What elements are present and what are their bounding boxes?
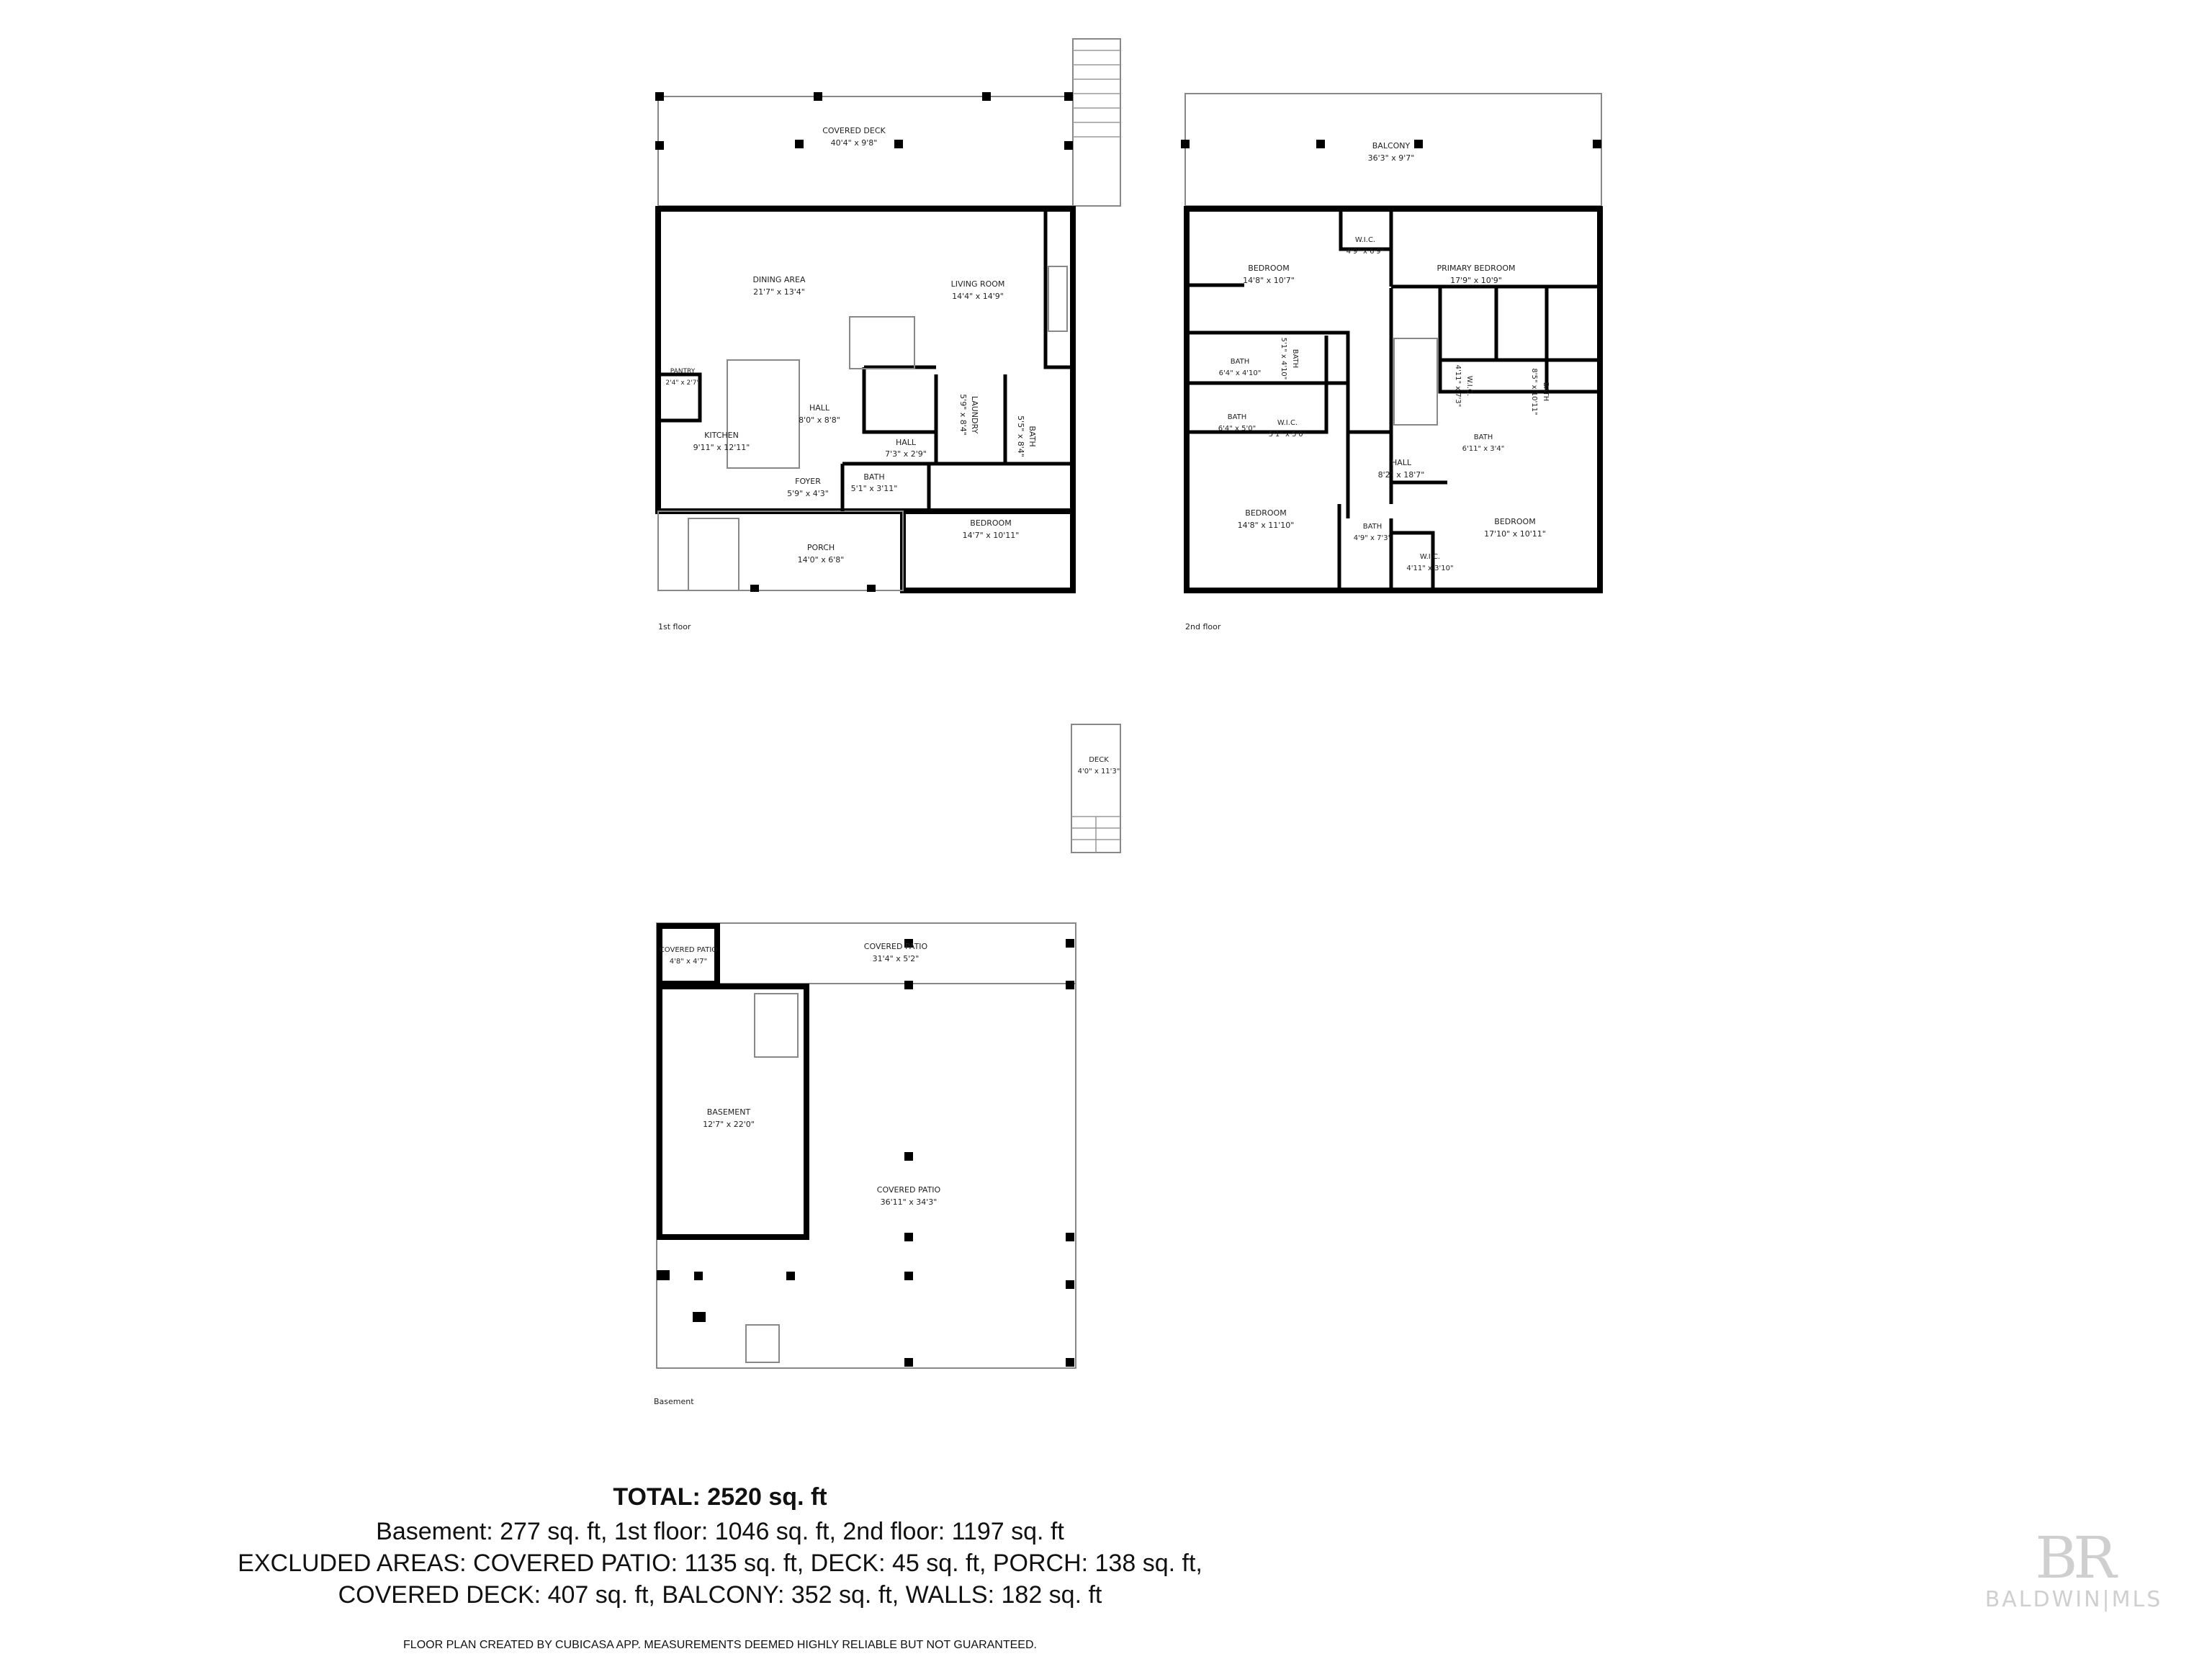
room-size: 5'1" x 5'0" <box>1269 431 1306 439</box>
basement-labels: COVERED PATIO 4'8" x 4'7" COVERED PATIO … <box>660 942 941 1207</box>
basement-wall <box>657 984 809 1240</box>
room-size: 4'0" x 11'3" <box>1078 768 1120 775</box>
room-size: 5'1" x 4'10" <box>1280 338 1287 380</box>
room-name: BALCONY <box>1372 141 1411 150</box>
small-patio-wall <box>657 923 720 986</box>
room-size: 5'9" x 8'4" <box>958 394 968 436</box>
room-size: 31'4" x 5'2" <box>873 954 920 963</box>
deck-plan: DECK 4'0" x 11'3" <box>1071 724 1121 853</box>
room-size: 8'5" x 10'11" <box>1530 368 1538 415</box>
covered-patio-outline <box>656 922 1076 1369</box>
room-size: 14'8" x 11'10" <box>1238 521 1295 530</box>
room-name: DECK <box>1089 756 1109 764</box>
room-size: 4'11" x 7'3" <box>1454 365 1462 408</box>
room-name: BATH <box>1291 349 1299 369</box>
stairs <box>1393 338 1438 426</box>
room-size: 7'3" x 2'9" <box>885 449 927 459</box>
disclaimer: FLOOR PLAN CREATED BY CUBICASA APP. MEAS… <box>403 1639 1037 1651</box>
room-size: 8'2" x 18'7" <box>1378 470 1425 480</box>
room-name: LIVING ROOM <box>951 279 1005 289</box>
room-name: HALL <box>896 438 917 447</box>
room-name: COVERED PATIO <box>660 946 717 954</box>
porch-outline <box>657 511 904 591</box>
room-name: COVERED PATIO <box>877 1185 941 1195</box>
room-name: BATH <box>1474 433 1493 441</box>
room-name: HALL <box>809 403 830 413</box>
floor-areas: Basement: 277 sq. ft, 1st floor: 1046 sq… <box>376 1518 1064 1545</box>
room-size: 4'8" x 4'7" <box>670 958 707 966</box>
room-name: BATH <box>1228 413 1247 421</box>
room-name: BEDROOM <box>1245 508 1286 518</box>
second-floor-caption: 2nd floor <box>1185 622 1221 631</box>
room-size: 6'11" x 3'4" <box>1462 445 1505 453</box>
room-name: BATH <box>1231 358 1250 366</box>
room-size: 9'11" x 12'11" <box>693 443 750 452</box>
excluded-areas-continued: COVERED DECK: 407 sq. ft, BALCONY: 352 s… <box>338 1581 1102 1609</box>
room-name: FOYER <box>795 477 821 486</box>
room-name: W.I.C. <box>1420 553 1440 561</box>
second-floor-exterior-wall <box>1184 206 1603 593</box>
first-floor-labels: COVERED DECK 40'4" x 9'8" DINING AREA 21… <box>665 126 1037 565</box>
watermark-text: BALDWIN|MLS <box>1984 1587 2163 1612</box>
room-name: BATH <box>1363 523 1382 531</box>
room-name: COVERED PATIO <box>864 942 928 951</box>
room-name: BEDROOM <box>1494 517 1535 526</box>
room-size: 4'9" x 6'9" <box>1346 248 1384 256</box>
room-name: PANTRY <box>670 368 696 375</box>
room-size: 5'9" x 4'3" <box>787 489 829 498</box>
room-size: 14'0" x 6'8" <box>798 555 845 565</box>
covered-deck-outline <box>657 96 1074 207</box>
room-name: BATH <box>1542 382 1550 402</box>
room-size: 6'4" x 5'0" <box>1218 425 1256 433</box>
br-logo-mark: BR <box>2035 1524 2116 1591</box>
room-size: 36'11" x 34'3" <box>881 1197 938 1207</box>
room-size: 40'4" x 9'8" <box>831 138 878 148</box>
room-name: LAUNDRY <box>970 396 979 434</box>
room-name: HALL <box>1391 458 1412 467</box>
room-name: COVERED DECK <box>822 126 886 135</box>
baldwin-mls-watermark: BR BALDWIN|MLS <box>1966 1524 2182 1613</box>
basement-caption: Basement <box>654 1397 694 1406</box>
room-size: 17'10" x 10'11" <box>1484 529 1546 539</box>
room-size: 36'3" x 9'7" <box>1368 153 1415 163</box>
room-name: KITCHEN <box>704 431 739 440</box>
second-floor-labels: BALCONY 36'3" x 9'7" BEDROOM 14'8" x 10'… <box>1218 141 1550 572</box>
room-size: 6'4" x 4'10" <box>1219 369 1262 377</box>
room-name: BATH <box>863 472 884 482</box>
room-size: 14'8" x 10'7" <box>1243 276 1295 285</box>
room-name: W.I.C. <box>1465 376 1473 396</box>
room-name: BASEMENT <box>707 1107 751 1117</box>
room-size: 14'4" x 14'9" <box>952 292 1004 301</box>
room-size: 14'7" x 10'11" <box>963 531 1020 540</box>
excluded-areas: EXCLUDED AREAS: COVERED PATIO: 1135 sq. … <box>238 1550 1202 1577</box>
room-size: 5'1" x 3'11" <box>851 484 898 493</box>
room-size: 4'11" x 3'10" <box>1406 565 1453 572</box>
room-name: BEDROOM <box>970 518 1011 528</box>
room-size: 5'5" x 8'4" <box>1016 415 1025 457</box>
room-size: 12'7" x 22'0" <box>703 1120 755 1129</box>
room-name: BATH <box>1028 426 1037 446</box>
total-area: TOTAL: 2520 sq. ft <box>613 1483 827 1511</box>
room-size: 21'7" x 13'4" <box>753 287 805 297</box>
deck-posts <box>655 92 1073 150</box>
room-size: 17'9" x 10'9" <box>1450 276 1502 285</box>
room-name: W.I.C. <box>1355 236 1375 244</box>
first-floor-plan: 1st floor <box>655 38 1121 631</box>
room-size: 8'0" x 8'8" <box>799 415 840 425</box>
room-name: PORCH <box>807 543 835 552</box>
first-floor-caption: 1st floor <box>658 622 691 631</box>
basement-plan: Basement <box>654 922 1076 1406</box>
first-floor-exterior-wall <box>655 206 1076 514</box>
second-floor-plan: 2nd floor <box>1181 93 1603 631</box>
room-name: PRIMARY BEDROOM <box>1437 264 1515 273</box>
room-size: 2'4" x 2'7" <box>665 379 699 387</box>
room-name: BEDROOM <box>1248 264 1289 273</box>
room-name: DINING AREA <box>752 275 806 284</box>
room-name: W.I.C. <box>1277 419 1298 427</box>
room-size: 4'9" x 7'3" <box>1354 534 1391 542</box>
